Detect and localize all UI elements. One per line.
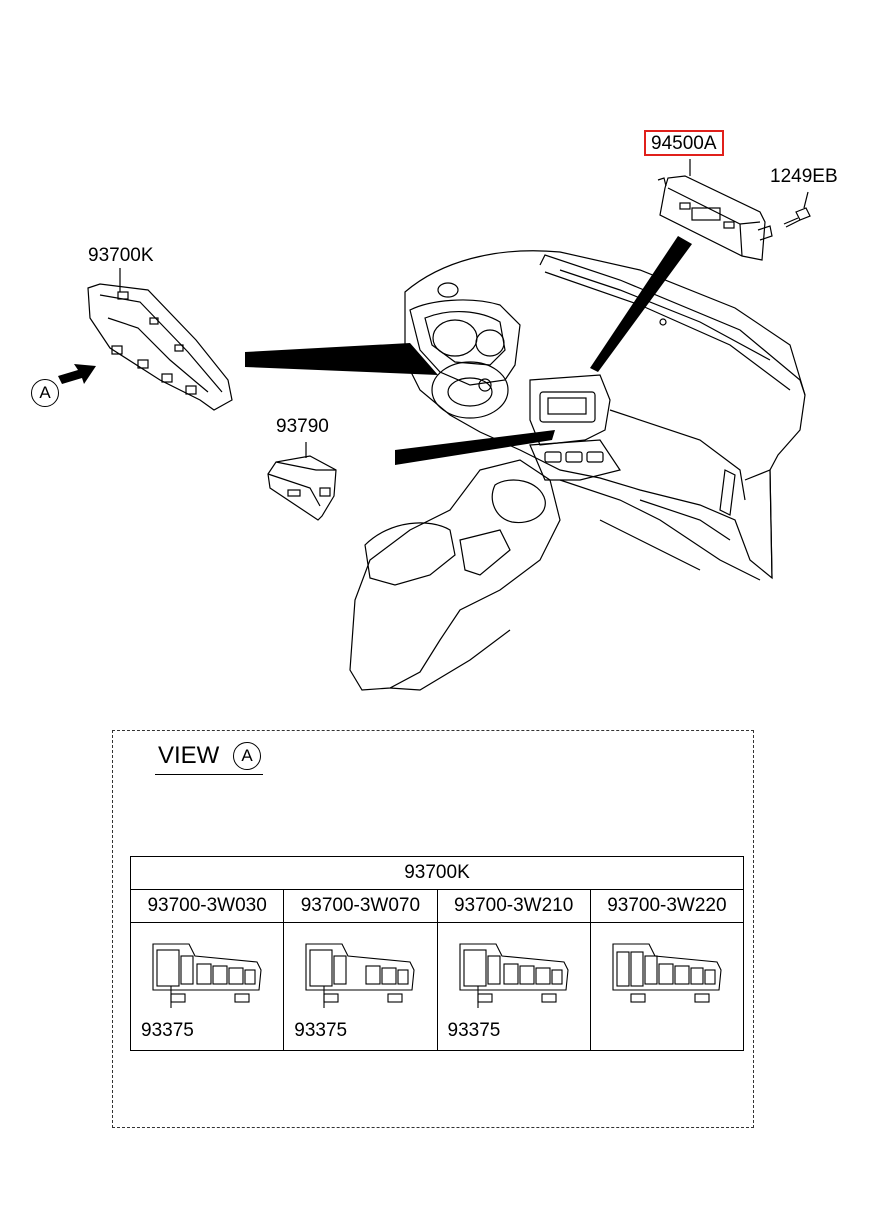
callout-93700k: 93700K [88,245,154,266]
variant-cell [589,922,745,1051]
view-title-marker: A [233,742,261,770]
view-marker-circle: A [31,379,59,407]
variant-sub-label: 93375 [447,1019,501,1041]
variant-table-header: 93700K [130,856,744,890]
bolt-1249eb [783,191,811,228]
variant-part-no: 93700-3W030 [129,889,285,923]
callout-94500a: 94500A [644,130,724,156]
view-title: VIEW [158,742,220,769]
callout-1249eb: 1249EB [770,166,838,187]
variant-part-no: 93700-3W220 [589,889,745,923]
leader-arrows [58,236,692,465]
variant-cell: 93375 [129,922,285,1051]
variant-cell: 93375 [283,922,438,1051]
variant-cell: 93375 [436,922,591,1051]
switch-panel-icon [612,942,722,1003]
variant-sub-label: 93375 [141,1019,194,1041]
switch-panel-93700k [87,268,233,411]
variant-part-no: 93700-3W210 [436,889,591,923]
variant-table: 93700K 93700-3W030 93700-3W070 93700-3W2… [129,856,745,1051]
switch-panel-icon [458,942,569,1008]
control-module-94500a [657,159,773,261]
callout-93790: 93790 [276,416,329,437]
switch-panel-icon [152,942,262,1008]
view-title-underline [155,774,263,775]
variant-sub-label: 93375 [294,1019,348,1041]
variant-part-no: 93700-3W070 [283,889,438,923]
view-a-detail-box [112,730,754,1128]
dashboard-illustration [349,250,806,691]
switch-panel-icon [305,942,415,1008]
small-switch-93790 [267,442,337,521]
